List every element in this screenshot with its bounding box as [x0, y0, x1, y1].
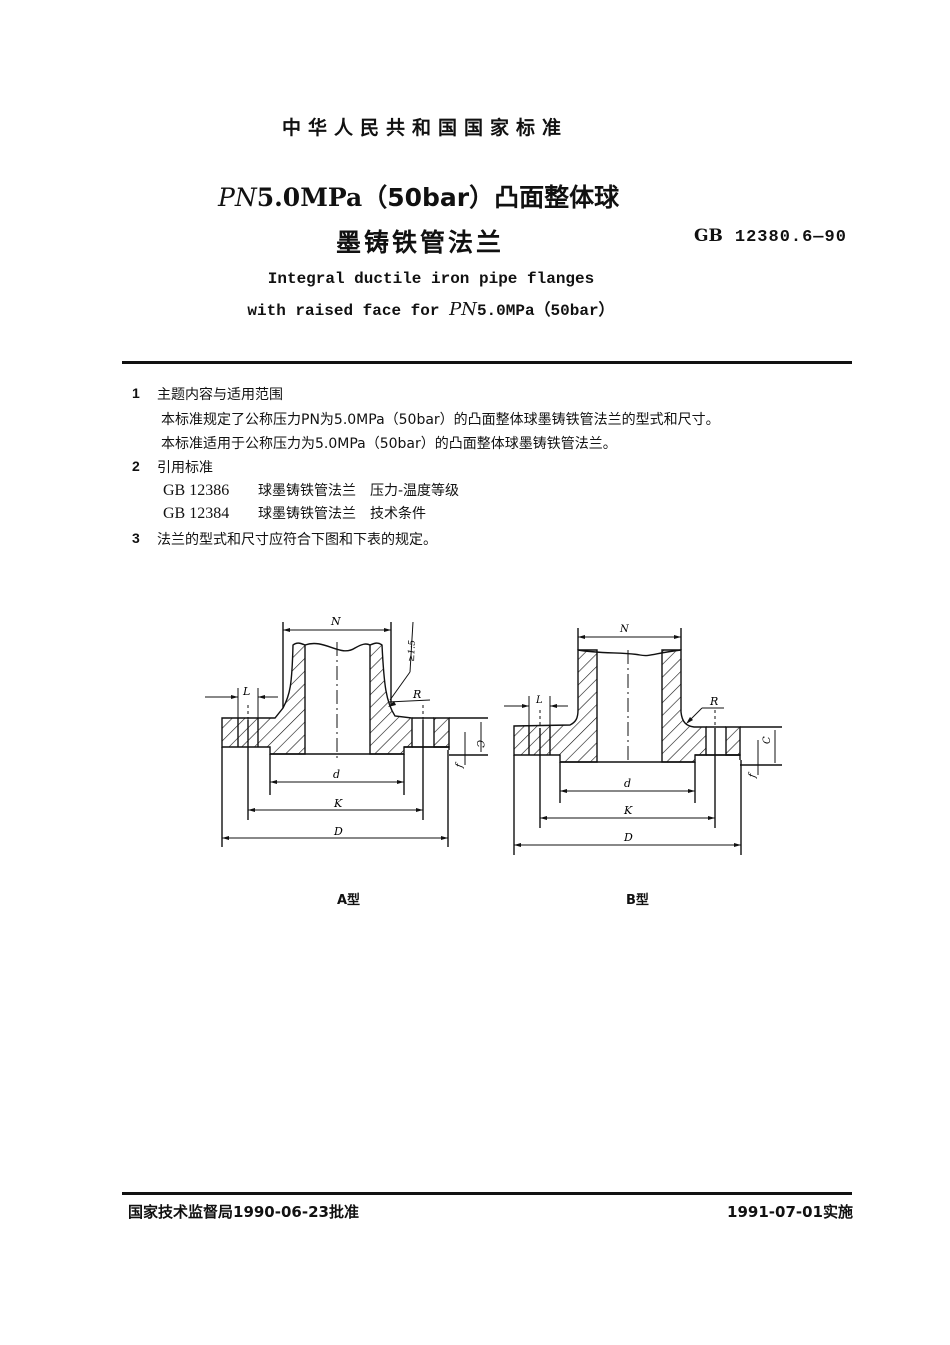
reference-code: GB 12386: [163, 482, 230, 499]
english-title-pn: PN: [449, 299, 477, 320]
reference-code: GB 12384: [163, 505, 230, 522]
label-k: K: [623, 804, 633, 817]
approval-date: 国家技术监督局1990-06-23批准: [128, 1203, 359, 1221]
section-2-heading: 引用标准: [157, 460, 213, 476]
figure-a-caption: A型: [337, 893, 361, 908]
figure-b-flange-drawing: N L R d K D C f: [504, 624, 782, 855]
document-title-line-1: PN5.0MPa（50bar）凸面整体球: [218, 178, 619, 214]
footer-divider: [122, 1192, 852, 1195]
label-c: C: [474, 740, 485, 748]
label-l: L: [242, 685, 250, 698]
standard-organization: 中华人民共和国国家标准: [281, 117, 568, 139]
section-2-number: 2: [132, 458, 140, 474]
section-1-paragraph-2: 本标准适用于公称压力为5.0MPa（50bar）的凸面整体球墨铸铁管法兰。: [161, 436, 617, 452]
title-pressure: 5.0MPa: [256, 183, 363, 212]
english-title-line-1: Integral ductile iron pipe flanges: [267, 270, 595, 288]
label-c: C: [762, 736, 773, 744]
label-taper: ≥1:5: [407, 639, 418, 662]
label-r: R: [709, 695, 718, 708]
figure-a-flange-drawing: N L R d K D C f ≥1:5: [205, 615, 488, 847]
label-d-outer: D: [333, 825, 343, 838]
label-n: N: [330, 615, 341, 628]
reference-title: 球墨铸铁管法兰: [258, 506, 356, 522]
label-d-small: d: [333, 768, 340, 781]
label-l: L: [535, 695, 543, 706]
figure-b-caption: B型: [626, 893, 649, 908]
label-k: K: [333, 797, 343, 810]
title-pn: PN: [218, 183, 257, 212]
reference-subtitle: 技术条件: [370, 506, 426, 522]
reference-subtitle: 压力-温度等级: [370, 483, 460, 499]
label-f: f: [747, 771, 759, 780]
label-d-small: d: [624, 777, 631, 790]
label-d-outer: D: [623, 831, 633, 844]
section-3-heading: 法兰的型式和尺寸应符合下图和下表的规定。: [157, 532, 437, 548]
reference-title: 球墨铸铁管法兰: [258, 483, 356, 499]
title-rest: 凸面整体球: [494, 183, 620, 212]
standard-prefix: GB: [694, 226, 723, 246]
section-1-paragraph-1: 本标准规定了公称压力PN为5.0MPa（50bar）的凸面整体球墨铸铁管法兰的型…: [161, 412, 720, 428]
standard-number: GB 12380.6—90: [694, 226, 847, 247]
english-title-line-2: with raised face for PN5.0MPa（50bar）: [0, 296, 862, 320]
section-1-heading: 主题内容与适用范围: [157, 387, 283, 403]
effective-date: 1991-07-01实施: [727, 1203, 853, 1221]
section-1-number: 1: [132, 385, 140, 401]
section-3-number: 3: [132, 530, 140, 546]
header-divider: [122, 361, 852, 364]
standard-code: 12380.6—90: [734, 228, 847, 247]
title-bar: （50bar）: [362, 183, 495, 212]
english-title-rest: 5.0MPa（50bar）: [476, 302, 615, 320]
document-title-line-2: 墨铸铁管法兰: [336, 228, 505, 257]
label-f: f: [454, 761, 466, 770]
english-title-prefix: with raised face for: [247, 302, 450, 320]
label-n: N: [619, 624, 630, 635]
reference-gb-12386: GB 12386 球墨铸铁管法兰压力-温度等级: [163, 480, 459, 500]
reference-gb-12384: GB 12384 球墨铸铁管法兰技术条件: [163, 503, 426, 523]
label-r: R: [412, 688, 421, 701]
